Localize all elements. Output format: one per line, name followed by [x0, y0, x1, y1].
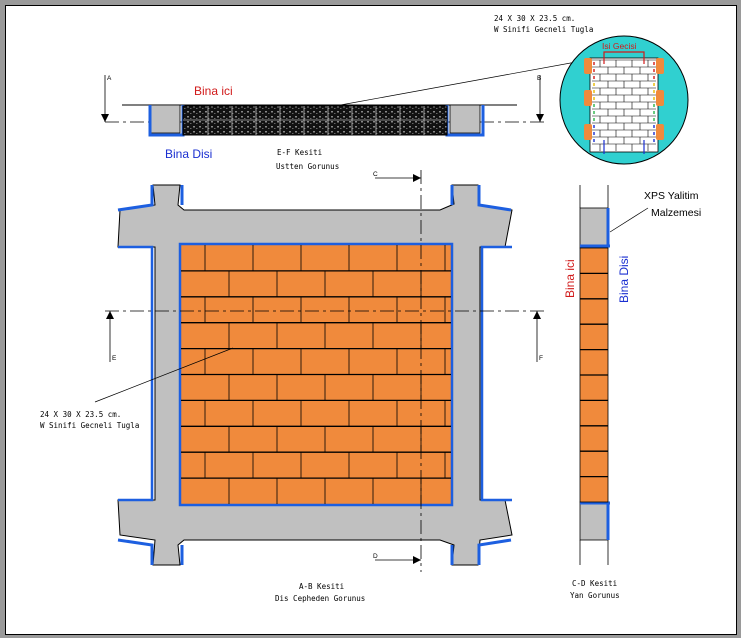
heat-transfer-detail: [559, 35, 689, 165]
xps-label-line1: XPS Yalitim: [644, 190, 699, 202]
ab-section-front: C D E F: [105, 170, 545, 572]
marker-a: A: [107, 75, 112, 82]
ef-section-plan: A B: [101, 75, 545, 137]
brick-spec-top-line2: W Sinifi Gecneli Tugla: [494, 25, 593, 34]
marker-b: B: [537, 75, 541, 82]
xps-leader-line: [609, 207, 649, 233]
marker-c: C: [373, 171, 378, 178]
marker-d: D: [373, 553, 378, 560]
marker-e: E: [112, 355, 117, 362]
bina-disi-side-label: Bina Disi: [617, 256, 631, 303]
marker-f: F: [539, 355, 543, 362]
bina-disi-top-label: Bina Disi: [165, 147, 212, 161]
cd-section-title: C-D Kesiti: [572, 579, 617, 588]
bina-ici-top-label: Bina ici: [194, 84, 233, 98]
bina-ici-side-label: Bina ici: [563, 259, 577, 298]
ab-section-title: A-B Kesiti: [299, 582, 344, 591]
ef-section-title: E-F Kesiti: [277, 148, 322, 157]
cd-section-side: [579, 185, 610, 565]
brick-spec-left-line1: 24 X 30 X 23.5 cm.: [40, 410, 121, 419]
brick-spec-left-line2: W Sinifi Gecneli Tugla: [40, 421, 139, 430]
brick-leader-line: [94, 347, 234, 403]
ef-section-subtitle: Ustten Gorunus: [276, 162, 339, 171]
cd-section-subtitle: Yan Gorunus: [570, 591, 620, 600]
xps-label-line2: Malzemesi: [651, 207, 701, 219]
brick-spec-top-line1: 24 X 30 X 23.5 cm.: [494, 14, 575, 23]
ab-section-subtitle: Dis Cepheden Gorunus: [275, 594, 365, 603]
detail-leader-line: [334, 57, 599, 107]
isi-gecisi-label: Isi Gecisi: [602, 41, 637, 51]
